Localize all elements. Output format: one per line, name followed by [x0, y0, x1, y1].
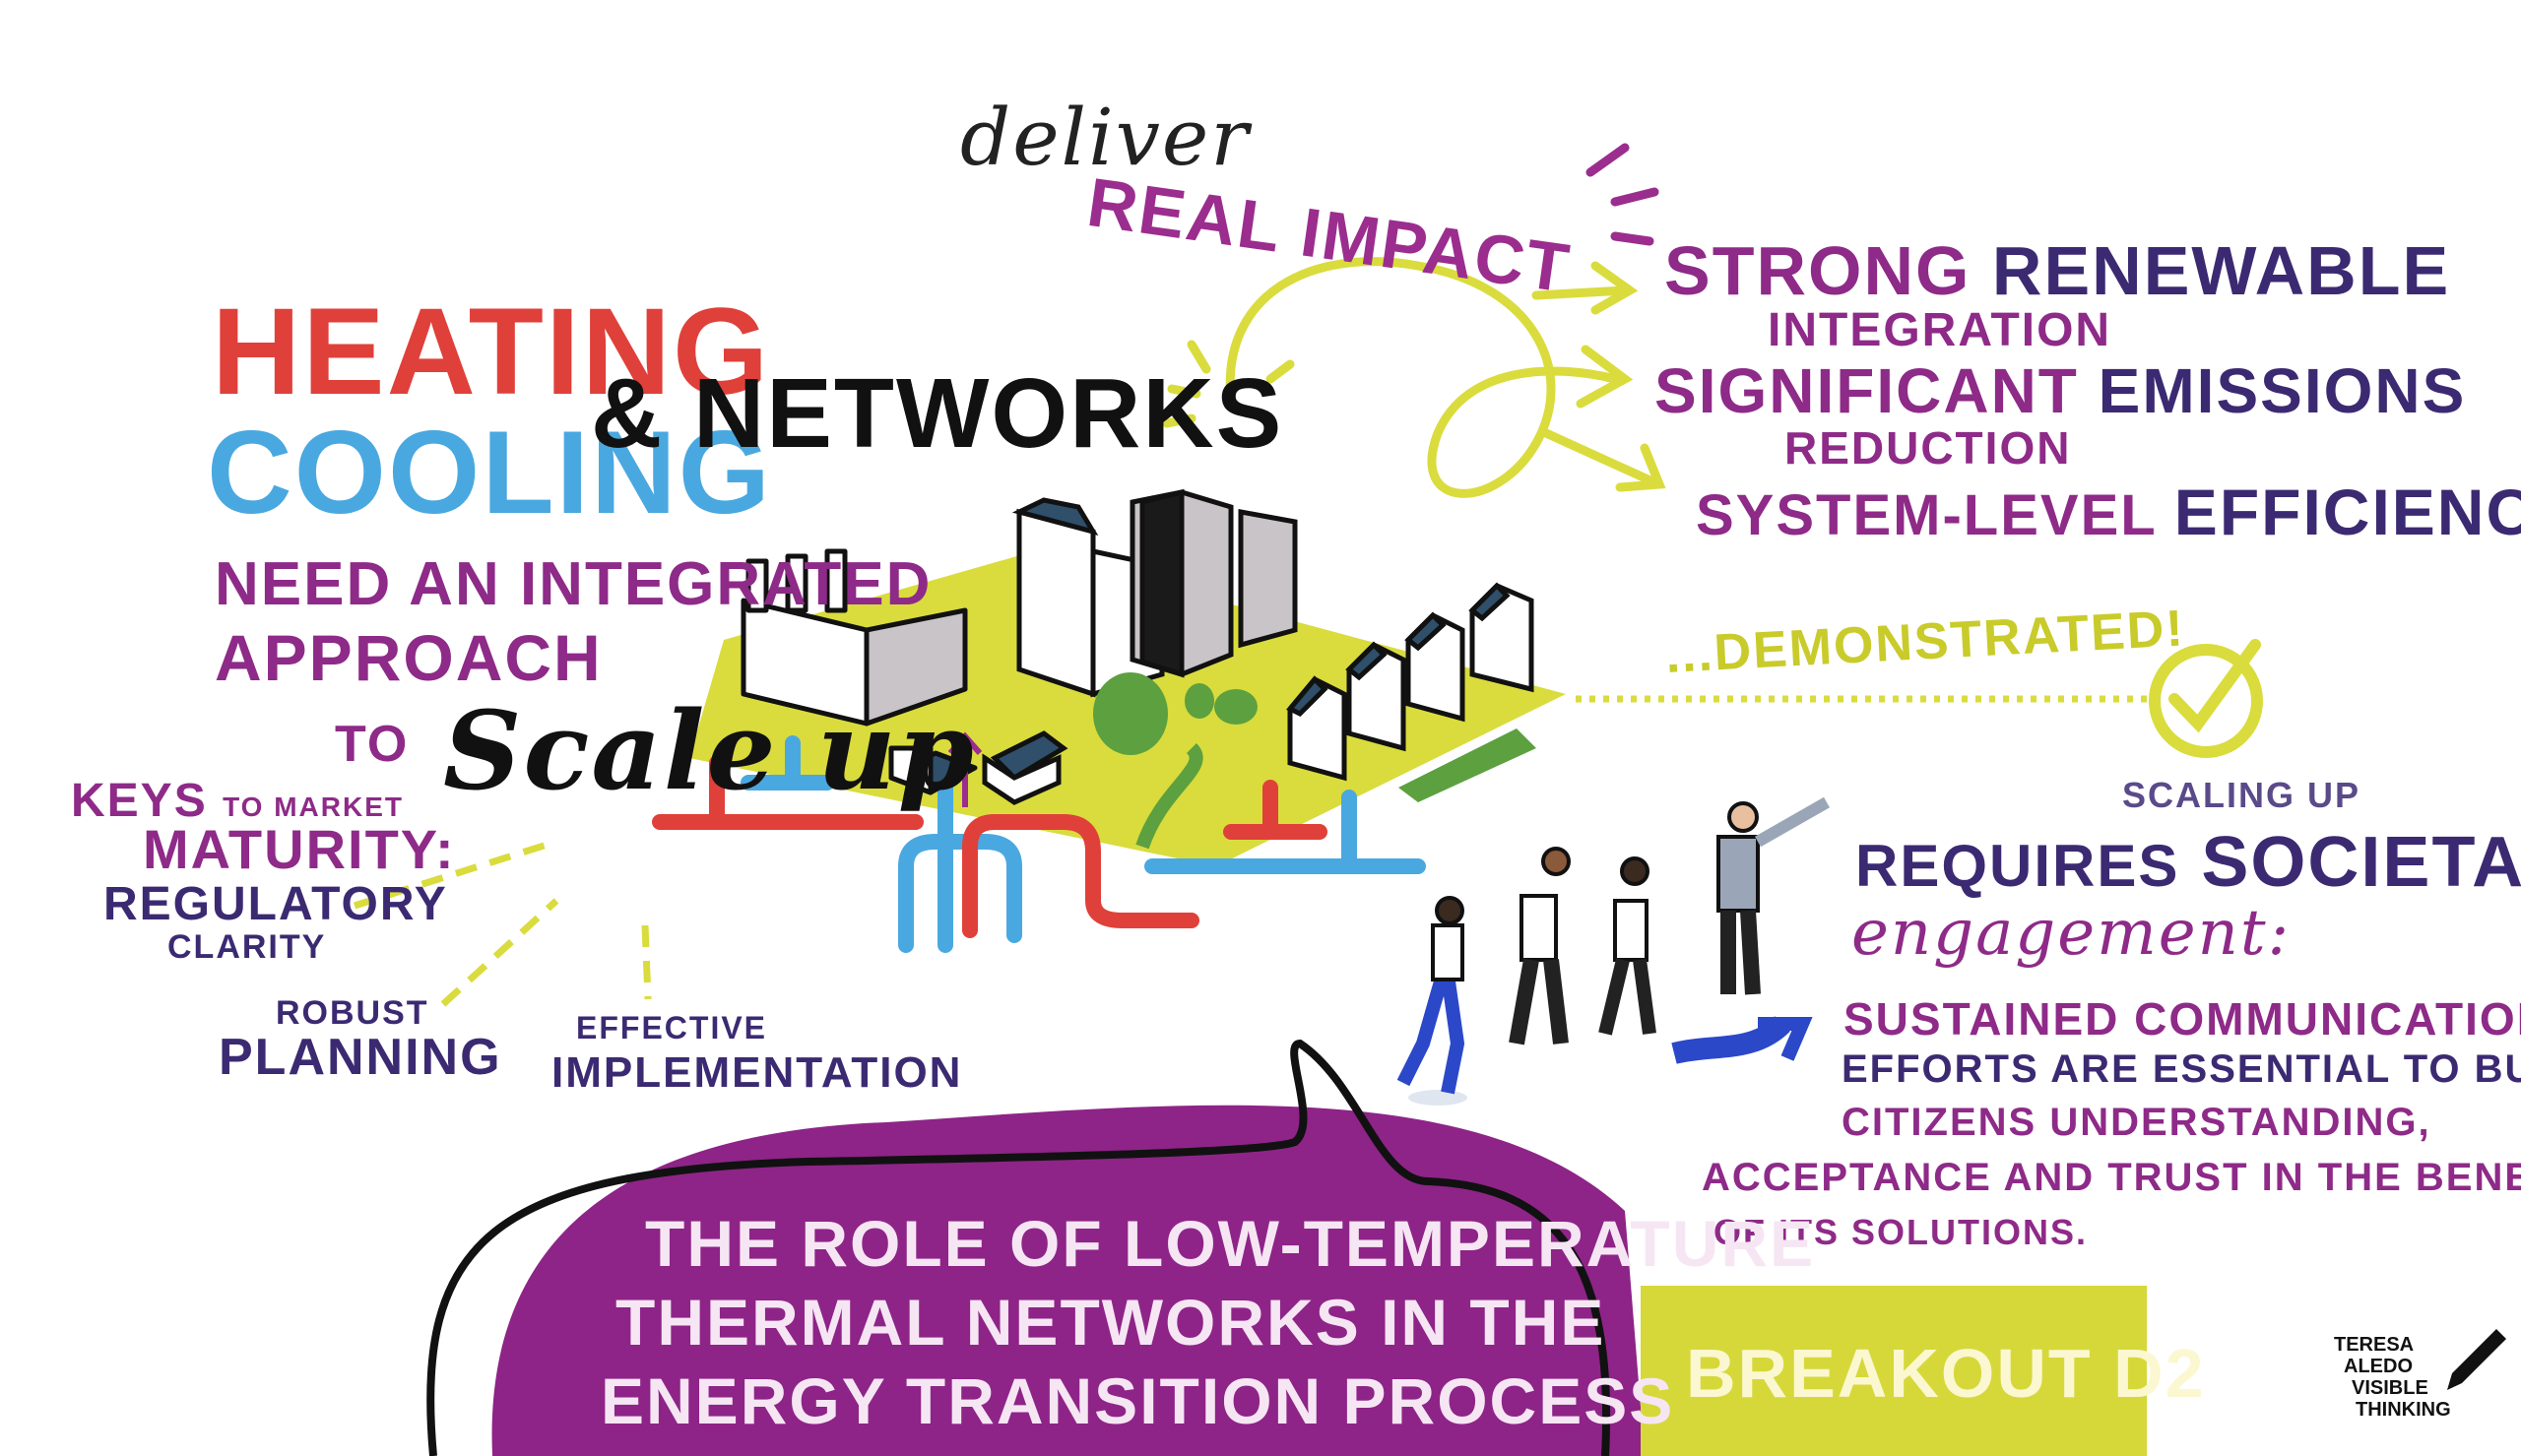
banner-background: [491, 1105, 1645, 1456]
scaling-up-text: SCALING UP: [2122, 775, 2361, 815]
significant-emissions-text: SIGNIFICANT EMISSIONS: [1654, 359, 2466, 422]
renewable-word: RENEWABLE: [1991, 232, 2451, 309]
implementation-text: IMPLEMENTATION: [551, 1048, 963, 1097]
societal-line-5: OF ITS SOLUTIONS.: [1713, 1212, 2089, 1252]
integrated-line1: NEED AN INTEGRATED: [215, 550, 933, 618]
regulatory-text: REGULATORY: [103, 878, 448, 930]
artist-signature: TERESA ALEDO VISIBLE THINKING: [2334, 1334, 2451, 1421]
up-arrow-icon: [947, 731, 983, 807]
scale-up-text: Scale up: [443, 687, 976, 814]
system-level-word: SYSTEM-LEVEL: [1696, 483, 2157, 547]
dashed-connector-lines: [353, 695, 2147, 1007]
signature-line: VISIBLE: [2352, 1377, 2428, 1399]
deliver-text: deliver: [960, 92, 1251, 183]
emissions-word: EMISSIONS: [2098, 355, 2467, 426]
speech-bubble-outline: [426, 1039, 1610, 1456]
effective-text: EFFECTIVE: [576, 1010, 768, 1045]
significant-word: SIGNIFICANT: [1654, 355, 2079, 426]
requires-societal-text: REQUIRES SOCIETAL: [1855, 827, 2521, 898]
banner-line-1: THE ROLE OF LOW-TEMPERATURE: [645, 1207, 1816, 1280]
houses-icon: [1286, 582, 1534, 782]
efficiency-word: EFFICIENCY: [2173, 475, 2521, 548]
people-walking-icon: [1396, 796, 1830, 1106]
signature-line: TERESA: [2334, 1334, 2415, 1356]
integrated-line2: APPROACH: [215, 621, 603, 694]
clarity-text: CLARITY: [167, 928, 327, 966]
networks-text: & NETWORKS: [591, 358, 1284, 469]
trees-icon: [1093, 672, 1536, 802]
planning-text: PLANNING: [219, 1029, 502, 1086]
keys-big: KEYS: [71, 775, 208, 827]
engagement-text: engagement:: [1851, 897, 2292, 970]
strong-renewable-text: STRONG RENEWABLE: [1664, 236, 2450, 305]
keys-small: TO MARKET: [223, 791, 404, 822]
integration-text: INTEGRATION: [1768, 304, 2112, 356]
signature-line: THINKING: [2356, 1399, 2451, 1421]
requires-word: REQUIRES: [1855, 833, 2180, 899]
curly-arrow-icon: [1162, 257, 1666, 498]
strong-word: STRONG: [1664, 232, 1972, 309]
maturity-text: MATURITY:: [143, 818, 456, 880]
breakout-box: [1641, 1286, 2147, 1456]
pen-icon: [2447, 1329, 2506, 1390]
signature-line: ALEDO: [2344, 1356, 2413, 1377]
to-text: TO: [335, 716, 410, 773]
societal-word: SOCIETAL: [2201, 823, 2521, 902]
breakout-label: BREAKOUT D2: [1686, 1335, 2206, 1412]
factory-icon: [741, 548, 978, 795]
network-pipes-icon: [652, 735, 1426, 953]
impact-burst-icon: [1585, 143, 1659, 246]
societal-line-3: CITIZENS UNDERSTANDING,: [1842, 1101, 2431, 1144]
banner-line-2: THERMAL NETWORKS IN THE: [615, 1286, 1606, 1359]
societal-line-1: SUSTAINED COMMUNICATION: [1843, 993, 2521, 1045]
cooling-text: COOLING: [207, 407, 772, 538]
checkmark-icon: [2149, 639, 2263, 758]
office-buildings-icon: [982, 488, 1298, 805]
banner-line-3: ENERGY TRANSITION PROCESS: [601, 1364, 1675, 1437]
keys-text: KEYS TO MARKET: [71, 778, 404, 825]
societal-line-4: ACCEPTANCE AND TRUST IN THE BENEFITS: [1702, 1156, 2521, 1199]
robust-text: ROBUST: [276, 994, 429, 1032]
reduction-text: REDUCTION: [1784, 422, 2072, 474]
system-efficiency-text: SYSTEM-LEVEL EFFICIENCY: [1696, 479, 2521, 544]
heating-text: HEATING: [212, 284, 771, 420]
societal-line-2: EFFORTS ARE ESSENTIAL TO BUILD: [1842, 1047, 2521, 1091]
